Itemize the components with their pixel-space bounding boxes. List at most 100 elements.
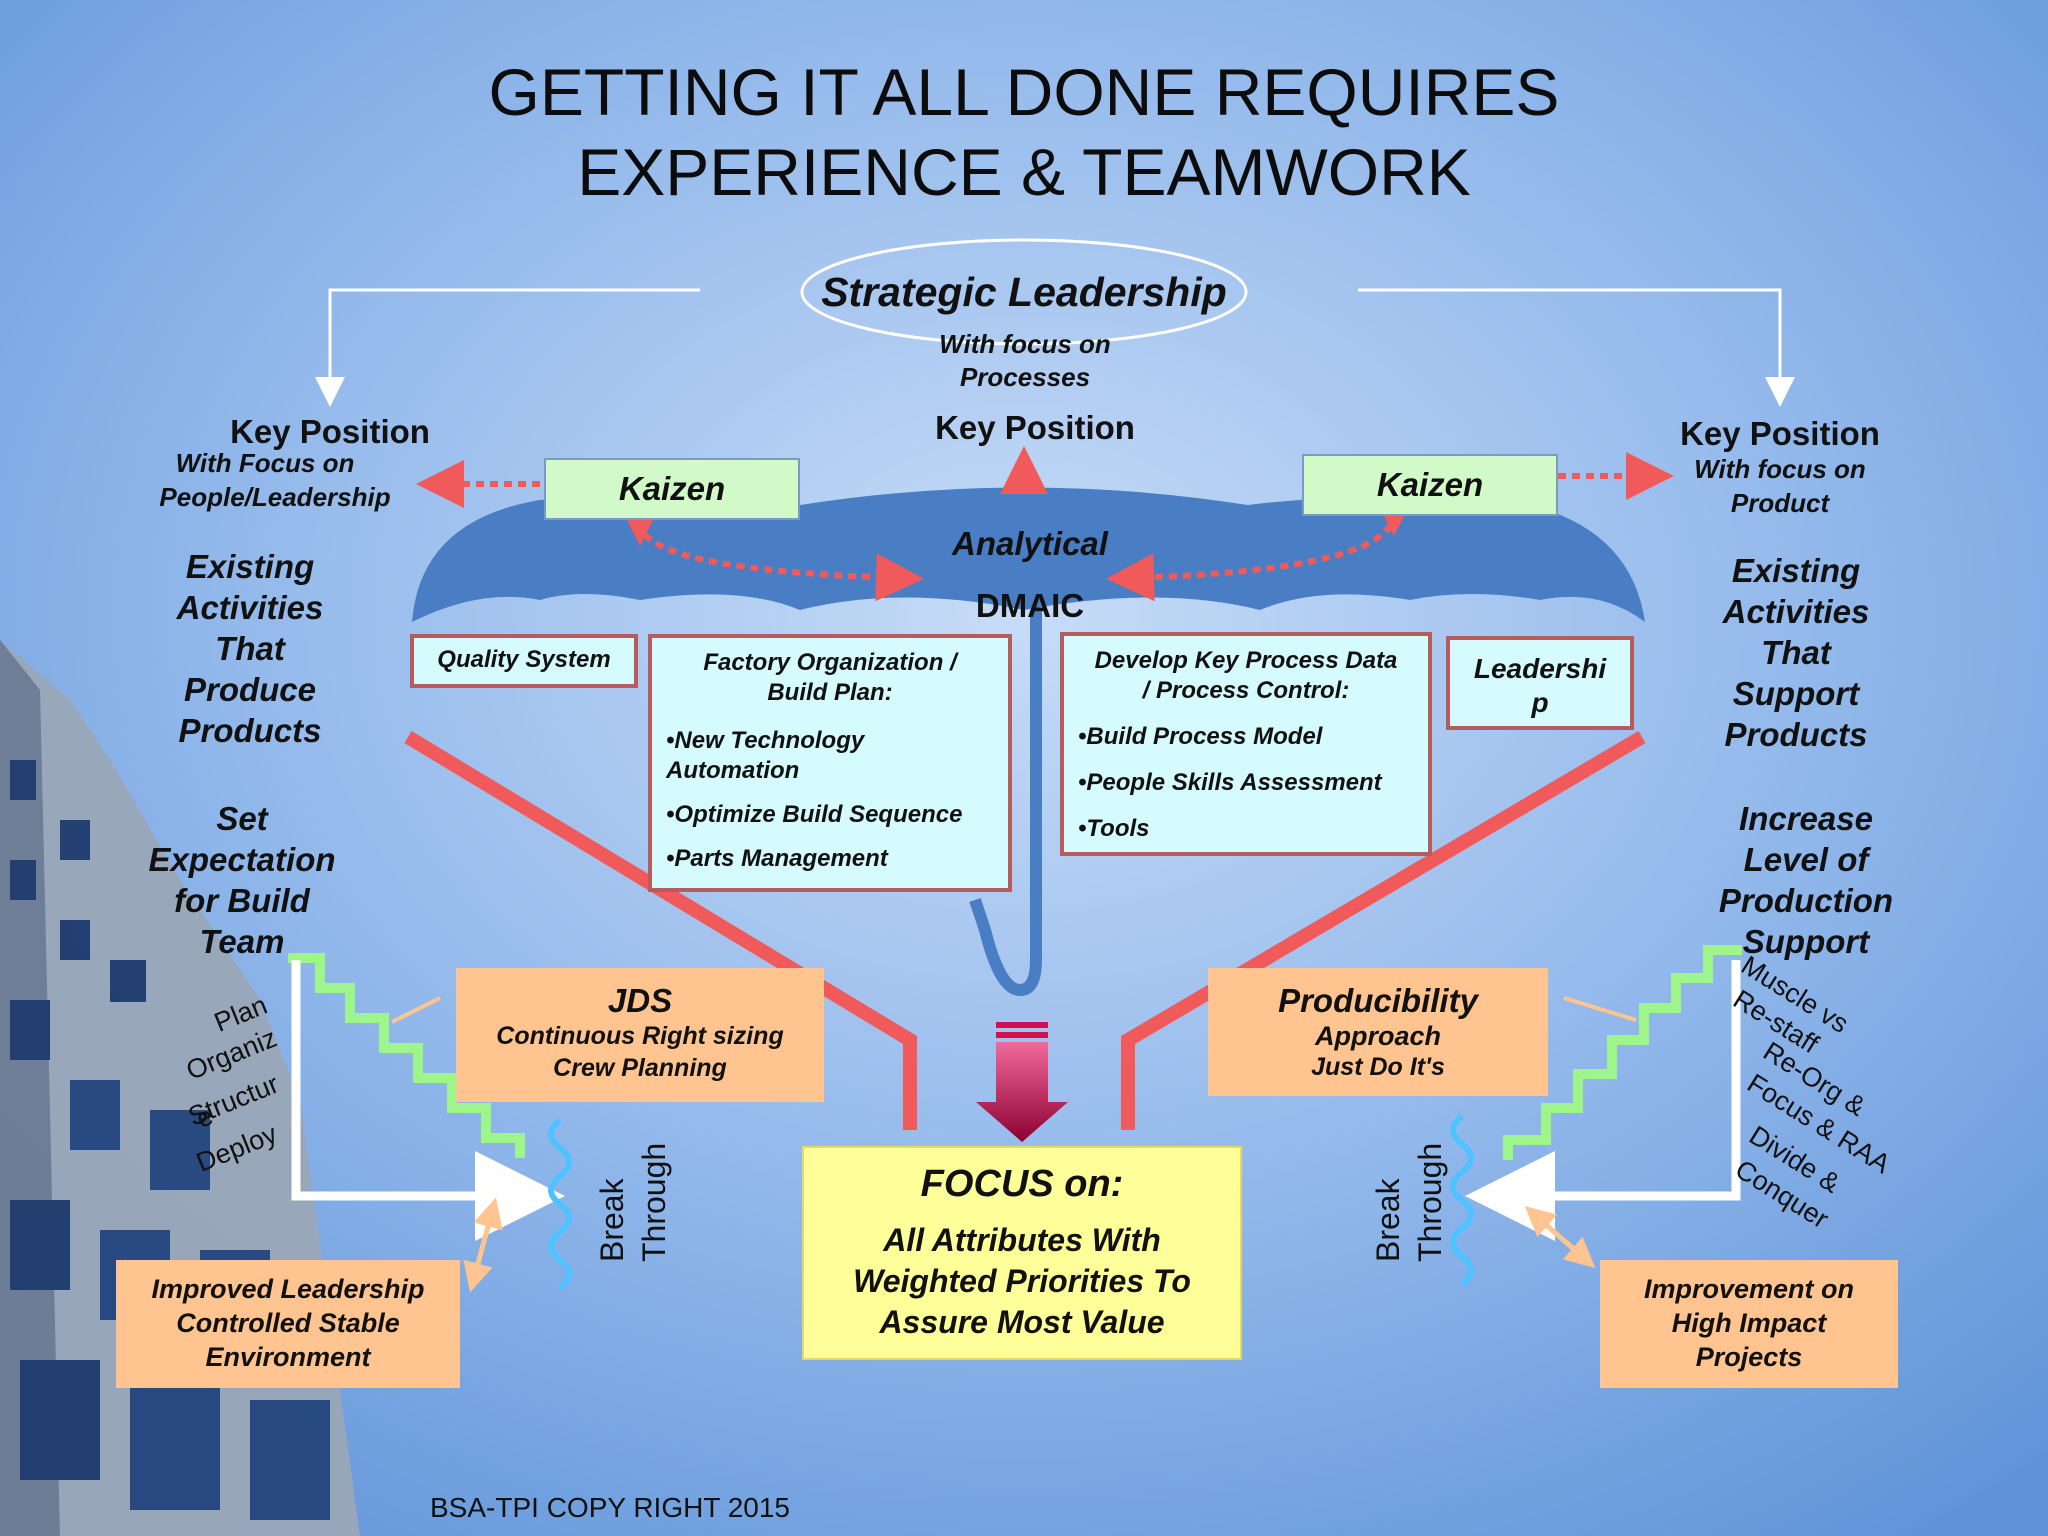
page-title: GETTING IT ALL DONE REQUIRES EXPERIENCE … [0,52,2048,212]
jds-title: JDS [607,982,673,1019]
focus-line-3: Assure Most Value [879,1304,1165,1340]
strategic-ellipse [800,238,1248,346]
left-existing-line: Products [178,712,322,749]
right-focus-line-1: With focus on [1694,454,1866,484]
right-increase-line: Level of [1743,841,1869,878]
factory-organization-box: Factory Organization / Build Plan: •New … [648,634,1012,892]
left-white-arrow [291,960,565,1241]
improved-line: Controlled Stable [176,1308,400,1338]
left-set-expectation: Set Expectation for Build Team [122,798,362,962]
producibility-line-1: Approach [1314,1021,1441,1051]
right-wavy-line [1450,1113,1474,1287]
quality-system-label: Quality System [437,646,611,673]
right-orange-connector [1563,996,1637,1022]
leadership-line-1: Leadershi [1473,653,1607,684]
left-through-label: Through [636,1142,672,1262]
left-focus-text: With Focus on People/Leadership [130,446,420,514]
develop-title-line-1: Develop Key Process Data [1094,647,1398,674]
right-increase-line: Support [1742,923,1870,960]
leadership-line-2: p [1531,687,1549,718]
left-orange-connector [391,996,441,1024]
left-orange-double-arrow [463,1197,503,1293]
producibility-line-2: Just Do It's [1311,1053,1445,1081]
improved-line: Environment [205,1342,371,1372]
copyright-footer: BSA-TPI COPY RIGHT 2015 [430,1492,790,1523]
develop-item: •Build Process Model [1078,723,1323,750]
right-increase-level: Increase Level of Production Support [1686,798,1926,962]
producibility-box: Producibility Approach Just Do It's [1208,968,1548,1096]
right-white-arrow [1465,960,1741,1241]
center-focus-text: With focus on Processes [870,328,1180,394]
improvement-line: Projects [1695,1342,1803,1372]
right-focus-text: With focus on Product [1660,452,1900,520]
factory-item: •Optimize Build Sequence [666,801,963,828]
right-existing-line: That [1761,634,1831,671]
factory-item: •New Technology Automation [666,727,865,784]
left-green-stairs [288,953,525,1158]
center-focus-line-1: With focus on [939,329,1111,359]
improvement-projects-box: Improvement on High Impact Projects [1600,1260,1898,1388]
improvement-line: High Impact [1671,1308,1827,1338]
left-set-line: Set [216,800,268,837]
red-dotted-arrows [416,446,1674,602]
right-kaizen-box: Kaizen [1302,454,1558,516]
right-orange-double-arrow [1524,1206,1596,1268]
focus-title: FOCUS on: [920,1163,1124,1205]
focus-line-2: Weighted Priorities To [853,1263,1191,1299]
left-kaizen-box: Kaizen [544,458,800,520]
left-existing-line: Produce [183,671,317,708]
dmaic-label: DMAIC [975,587,1085,624]
improvement-line: Improvement on [1643,1274,1855,1304]
center-key-position: Key Position [935,409,1135,446]
factory-title-line-2: Build Plan: [767,679,893,706]
analytical-label: Analytical [952,525,1108,562]
title-line-1: GETTING IT ALL DONE REQUIRES [488,55,1560,129]
left-wavy-line [548,1117,572,1291]
develop-item: •Tools [1078,815,1150,842]
develop-title-line-2: / Process Control: [1142,677,1350,704]
right-increase-line: Increase [1739,800,1873,837]
left-focus-line-1: With Focus on [175,448,355,478]
left-key-position: Key Position [230,413,430,450]
left-existing-line: Existing [185,548,315,585]
right-increase-line: Production [1718,882,1894,919]
left-existing-activities: Existing Activities That Produce Product… [130,546,370,751]
right-existing-line: Support [1732,675,1860,712]
factory-item: •Parts Management [666,845,888,872]
strategic-leadership-label: Strategic Leadership [821,269,1227,315]
leadership-box: Leadershi p [1446,636,1634,730]
right-existing-activities: Existing Activities That Support Product… [1676,550,1916,755]
develop-item: •People Skills Assessment [1078,769,1382,796]
left-set-line: for Build [174,882,310,919]
left-break-label: Break [594,1178,630,1262]
jds-line-1: Continuous Right sizing [496,1022,784,1050]
right-existing-line: Products [1724,716,1868,753]
jds-line-2: Crew Planning [553,1054,727,1082]
right-break-label: Break [1370,1178,1406,1262]
umbrella-handle [969,610,1042,997]
left-set-line: Team [199,923,285,960]
left-focus-line-2: People/Leadership [159,482,391,512]
focus-box: FOCUS on: All Attributes With Weighted P… [802,1146,1242,1360]
producibility-title: Producibility [1278,982,1478,1019]
right-existing-line: Activities [1722,593,1870,630]
improved-leadership-box: Improved Leadership Controlled Stable En… [116,1260,460,1388]
down-arrow [976,1022,1068,1142]
quality-system-box: Quality System [410,634,638,688]
right-through-label: Through [1412,1142,1448,1262]
factory-title-line-1: Factory Organization / [703,649,957,676]
left-existing-line: That [215,630,285,667]
title-line-2: EXPERIENCE & TEAMWORK [577,135,1471,209]
jds-box: JDS Continuous Right sizing Crew Plannin… [456,968,824,1102]
focus-line-1: All Attributes With [883,1222,1161,1258]
improved-line: Improved Leadership [151,1274,425,1304]
left-set-line: Expectation [148,841,336,878]
right-existing-line: Existing [1731,552,1861,589]
right-key-position: Key Position [1680,415,1880,452]
red-v-lines [404,730,1646,1130]
develop-key-process-box: Develop Key Process Data / Process Contr… [1060,632,1432,856]
top-connector-lines [315,288,1795,407]
left-step-labels: Plan Organiz Structur Deploy e [170,990,290,1178]
left-existing-line: Activities [176,589,324,626]
right-green-stairs [1503,945,1742,1160]
